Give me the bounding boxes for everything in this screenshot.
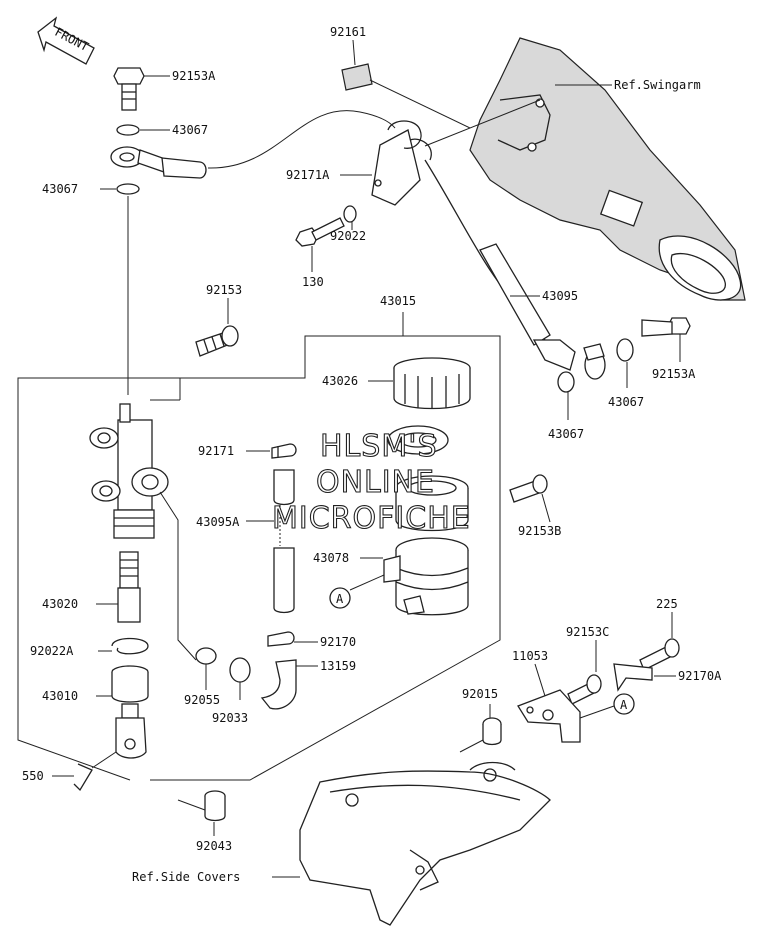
label-43067-a: 43067	[172, 123, 208, 137]
label-43015: 43015	[380, 294, 416, 308]
label-92022: 92022	[330, 229, 366, 243]
pin-92043-part	[204, 790, 226, 822]
banjo-bolt-top	[113, 67, 145, 111]
bolt-92153b-part	[509, 474, 548, 503]
cotter-pin-550-part	[73, 763, 93, 792]
label-43020: 43020	[42, 597, 78, 611]
label-92015: 92015	[462, 687, 498, 701]
label-92055: 92055	[184, 693, 220, 707]
bolt-130-part	[295, 217, 345, 247]
label-43067-d: 43067	[548, 427, 584, 441]
label-43095: 43095	[542, 289, 578, 303]
reservoir-cap-part	[393, 357, 471, 410]
bolt-225-part	[639, 638, 680, 671]
label-13159: 13159	[320, 659, 356, 673]
label-92153a-top: 92153A	[172, 69, 216, 83]
circlip-92033-part	[229, 657, 251, 683]
label-ref-side-covers: Ref.Side Covers	[132, 870, 240, 884]
label-225: 225	[656, 597, 678, 611]
elbow-13159-part	[260, 659, 297, 710]
side-cover-part	[299, 761, 551, 926]
o-ring-92055-part	[195, 647, 217, 665]
label-92153a-right: 92153A	[652, 367, 696, 381]
label-92170: 92170	[320, 635, 356, 649]
label-sticker-part	[341, 63, 373, 91]
reservoir-clamp-part	[371, 120, 432, 206]
banjo-fitting-top	[110, 146, 207, 179]
label-circle-a-left: A	[336, 592, 344, 606]
clip-92170-part	[267, 631, 295, 647]
bracket-92170a-part	[613, 663, 653, 692]
label-ref-swingarm: Ref.Swingarm	[614, 78, 701, 92]
push-rod-43010-part	[111, 665, 149, 759]
svg-text:HLSM'S: HLSM'S	[320, 429, 438, 464]
label-92170a: 92170A	[678, 669, 722, 683]
label-92153c: 92153C	[566, 625, 609, 639]
label-43026: 43026	[322, 374, 358, 388]
label-92171a: 92171A	[286, 168, 330, 182]
label-130: 130	[302, 275, 324, 289]
piston-43020-part	[117, 551, 141, 623]
watermark-text: HLSM'S ONLINE MICROFICHE	[271, 428, 471, 536]
diaphragm-plate-part	[387, 425, 449, 455]
reservoir-body-part	[395, 475, 469, 532]
master-cylinder-part	[89, 403, 169, 539]
reservoir-43078-part	[383, 537, 469, 616]
label-550: 550	[22, 769, 44, 783]
label-92022a: 92022A	[30, 644, 74, 658]
label-43067-b: 43067	[42, 182, 78, 196]
circlip-92022a-part	[111, 637, 149, 655]
svg-text:ONLINE: ONLINE	[316, 465, 435, 500]
reference-circle-a-right	[613, 693, 635, 715]
banjo-bolt-right	[641, 317, 691, 337]
label-92153b: 92153B	[518, 524, 561, 538]
label-circle-a-right: A	[620, 698, 628, 712]
clip-92171-part	[271, 443, 297, 459]
label-92161: 92161	[330, 25, 366, 39]
bracket-11053-part	[517, 689, 581, 743]
front-arrow-icon: FRONT	[37, 16, 95, 65]
bolt-92153-part	[195, 325, 239, 357]
label-43078: 43078	[313, 551, 349, 565]
label-43010: 43010	[42, 689, 78, 703]
label-43095a: 43095A	[196, 515, 240, 529]
bolt-92153c-part	[567, 674, 602, 705]
svg-text:MICROFICHE: MICROFICHE	[272, 501, 471, 536]
label-92033: 92033	[212, 711, 248, 725]
label-92043: 92043	[196, 839, 232, 853]
reference-circle-a-left	[329, 587, 351, 609]
label-11053: 11053	[512, 649, 548, 663]
washer-part	[116, 124, 140, 136]
washer-92022-part	[343, 205, 357, 223]
swingarm-part	[469, 37, 746, 301]
label-92171: 92171	[198, 444, 234, 458]
washer-lower-part	[116, 183, 140, 195]
hose-43095a-part	[273, 469, 295, 614]
bushing-92015-part	[482, 717, 502, 746]
label-92153: 92153	[206, 283, 242, 297]
label-43067-c: 43067	[608, 395, 644, 409]
